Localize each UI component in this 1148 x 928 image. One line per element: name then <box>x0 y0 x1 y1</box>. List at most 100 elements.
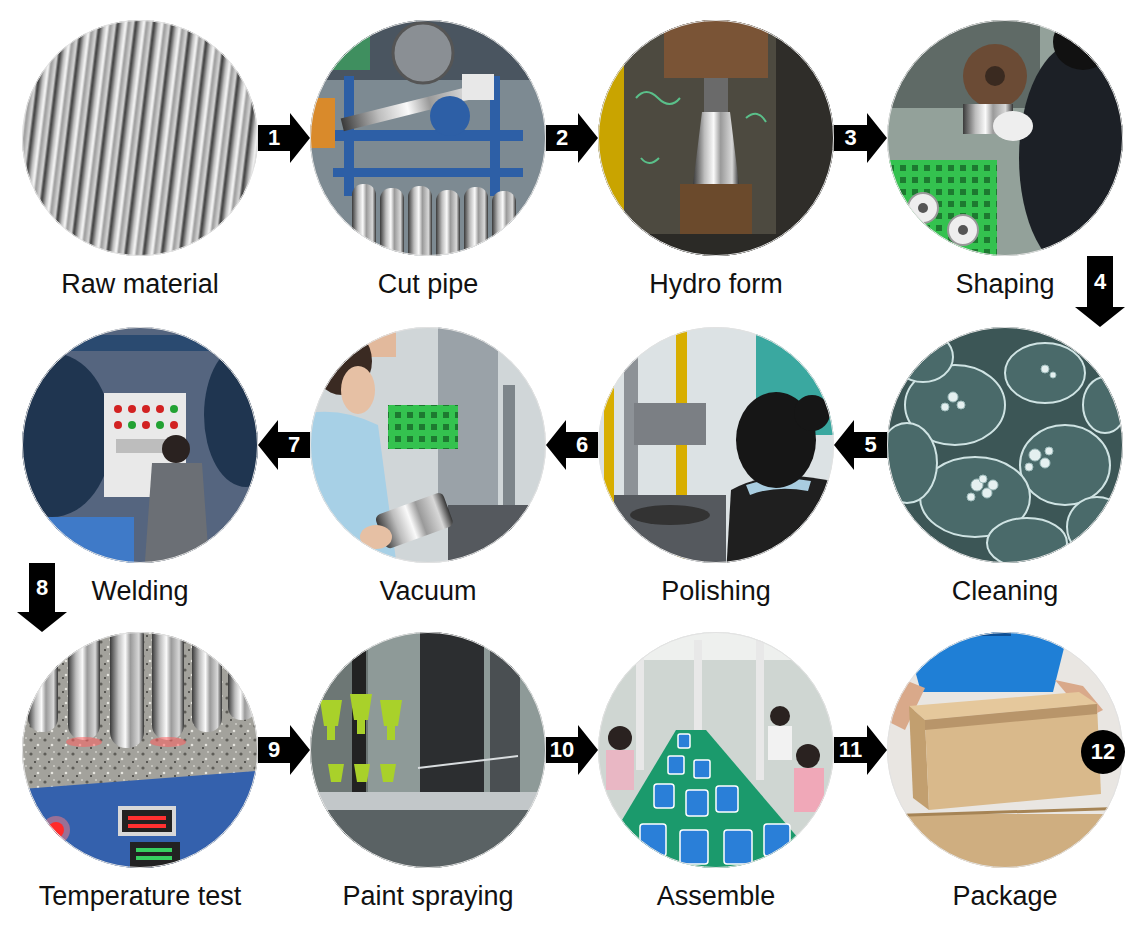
polishing-worker-photo <box>726 476 846 575</box>
step-label: Hydro form <box>649 268 783 300</box>
assembly-line-photo <box>686 790 708 816</box>
shaping-worker-photo <box>958 225 968 235</box>
step-number: 8 <box>34 577 50 599</box>
step-number: 5 <box>862 434 878 456</box>
cleaning-bubbles-photo <box>1040 458 1050 468</box>
assembly-line-photo <box>770 706 790 726</box>
hydroforming-press-photo <box>693 112 739 184</box>
hydroforming-press-photo <box>636 234 796 268</box>
paint-spraying-photo <box>298 620 558 880</box>
assembly-line-photo <box>586 730 834 880</box>
shaping-worker-photo <box>875 8 1135 273</box>
cleaning-bubbles-photo <box>941 365 1056 501</box>
temperature-test-photo <box>150 737 186 747</box>
cleaning-bubbles-photo <box>1020 425 1110 505</box>
hydroforming-press-photo <box>586 8 846 268</box>
shaping-worker-photo <box>993 111 1033 141</box>
assembly-line-photo <box>636 650 644 770</box>
step-arrow <box>546 725 598 775</box>
circle-outline <box>888 328 1123 563</box>
process-step: Polishing <box>598 327 834 563</box>
pipe-cutting-photo <box>393 23 453 83</box>
polishing-worker-photo <box>630 505 710 525</box>
step-number: 7 <box>286 434 302 456</box>
assembly-line-photo <box>796 744 820 768</box>
welding-machine-photo <box>156 421 164 429</box>
hydroforming-press-photo <box>586 8 846 268</box>
circle-outline <box>311 633 546 868</box>
cleaning-bubbles-photo <box>875 315 1135 575</box>
shaping-worker-photo <box>1053 14 1113 70</box>
temperature-test-photo <box>122 810 172 832</box>
step-label: Shaping <box>955 268 1054 300</box>
welding-machine-photo <box>170 421 178 429</box>
temperature-test-photo <box>10 620 270 880</box>
paint-spraying-photo <box>490 620 520 820</box>
step-arrow <box>258 725 310 775</box>
polishing-worker-photo <box>604 315 614 575</box>
welding-machine-photo <box>0 353 112 517</box>
welding-machine-photo <box>114 405 122 413</box>
assembly-line-photo <box>756 640 764 780</box>
callout-number: 12 <box>1081 730 1125 774</box>
paint-spraying-photo <box>298 620 558 880</box>
vacuum-station-photo <box>503 385 515 565</box>
temperature-test-photo <box>228 620 256 720</box>
hydroforming-press-photo <box>704 78 728 112</box>
step-number: 4 <box>1092 271 1108 293</box>
welding-machine-photo <box>114 405 178 429</box>
temperature-test-photo <box>128 824 166 828</box>
pipe-cutting-photo <box>298 8 558 271</box>
pipe-cutting-photo <box>298 8 558 271</box>
packaging-photo <box>925 704 1097 730</box>
welding-machine-photo <box>128 405 178 429</box>
pipe-cutting-photo <box>462 74 494 100</box>
cleaning-bubbles-photo <box>1045 447 1053 455</box>
paint-spraying-photo <box>328 764 344 782</box>
assembly-line-photo <box>586 620 846 880</box>
step-label-slot: Raw material <box>61 268 219 300</box>
cleaning-bubbles-photo <box>941 403 949 411</box>
polishing-worker-photo <box>614 495 726 575</box>
welding-machine-photo <box>142 405 150 413</box>
cleaning-bubbles-photo <box>1025 463 1033 471</box>
step-label-slot: Welding <box>91 575 188 607</box>
steel-rods-photo <box>10 8 270 268</box>
paint-spraying-photo <box>320 694 402 782</box>
shaping-worker-photo <box>985 66 1005 86</box>
shaping-worker-photo <box>875 160 997 270</box>
shaping-worker-photo <box>948 215 978 245</box>
step-arrow <box>258 420 310 470</box>
step-number: 9 <box>266 739 282 761</box>
circle-outline <box>599 21 834 256</box>
process-step: Assemble <box>598 632 834 868</box>
steel-rods-photo <box>10 8 270 268</box>
step-label: Welding <box>91 575 188 607</box>
process-step: Paint spraying <box>310 632 546 868</box>
paint-spraying-photo <box>298 620 558 880</box>
step-arrow <box>17 563 67 632</box>
step-number: 1 <box>266 127 282 149</box>
step-label: Polishing <box>661 575 771 607</box>
assembly-line-photo <box>606 750 634 790</box>
paint-spraying-photo <box>357 720 365 734</box>
welding-machine-photo <box>142 421 150 429</box>
step-label: Paint spraying <box>342 880 513 912</box>
paint-spraying-photo <box>298 810 558 880</box>
step-label: Package <box>952 880 1057 912</box>
assembly-line-photo <box>640 824 666 856</box>
step-label: Vacuum <box>379 575 476 607</box>
step-label-slot: Shaping <box>955 268 1054 300</box>
circle-outline <box>598 327 834 563</box>
circle-outline <box>599 328 834 563</box>
step-arrow <box>834 725 887 775</box>
welding-machine-photo <box>170 405 178 413</box>
vacuum-station-photo <box>298 315 558 575</box>
pipe-cutting-photo <box>430 96 470 136</box>
step-arrow <box>546 420 598 470</box>
step-number: 3 <box>842 127 858 149</box>
temperature-test-photo <box>28 620 58 732</box>
assembly-line-photo <box>608 726 632 750</box>
assembly-line-photo <box>768 726 792 760</box>
welding-machine-photo <box>0 315 288 575</box>
